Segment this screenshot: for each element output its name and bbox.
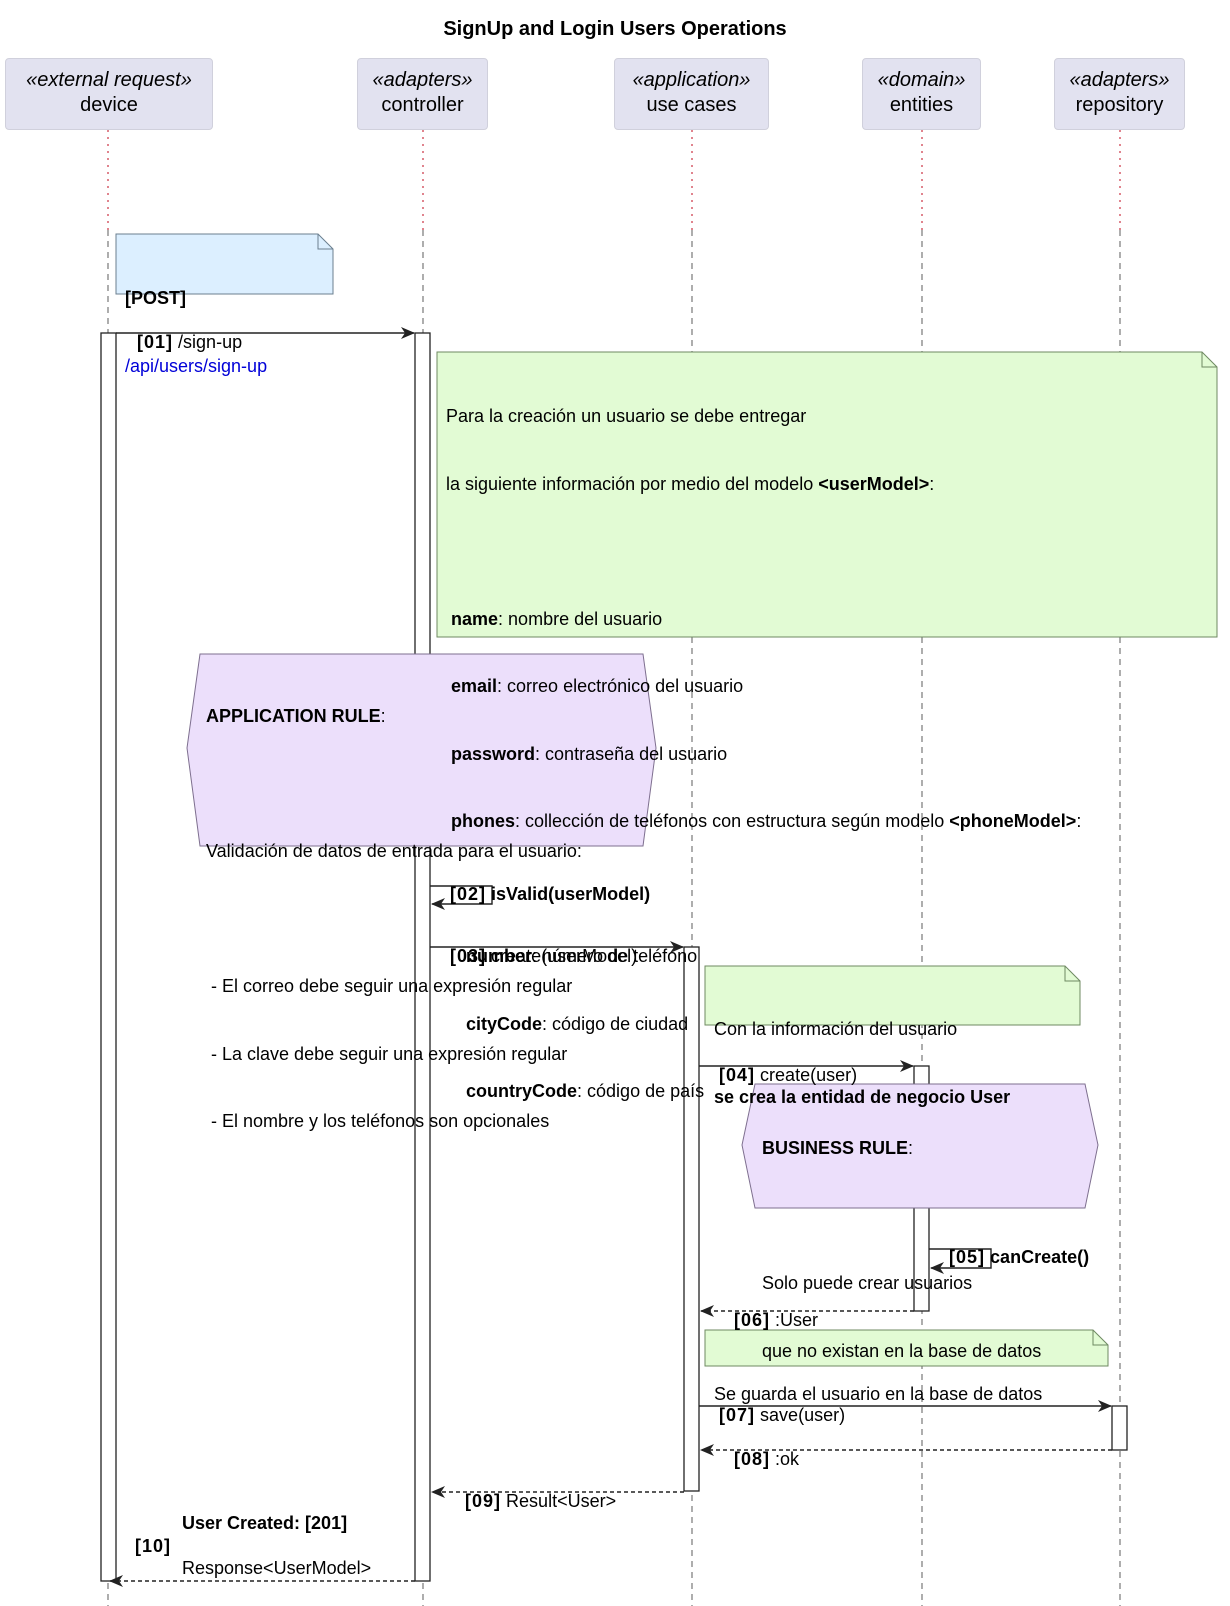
note-line: se crea la entidad de negocio User (714, 1086, 1011, 1107)
message-05-label: [05] canCreate() (949, 1247, 1090, 1267)
message-10-label-num: [10] (135, 1536, 172, 1556)
message-10-label-text-2: Response<UserModel> (182, 1558, 372, 1578)
note-create-entity-shape (704, 965, 1081, 1026)
note-user-model-shape (436, 351, 1218, 638)
rule-heading: APPLICATION RULE: (206, 706, 386, 726)
participant-repository: «adapters» repository (1054, 58, 1185, 130)
note-post-shape (115, 233, 334, 295)
note-line: Para la creación un usuario se debe entr… (446, 406, 807, 426)
rule-item: - El correo debe seguir una expresión re… (211, 976, 573, 996)
note-phone-country: countryCode: código de país (466, 1081, 705, 1101)
rule-application: APPLICATION RULE: Validación de datos de… (206, 660, 582, 1155)
participant-name: use cases (646, 94, 737, 116)
message-05-line (929, 1248, 992, 1274)
message-04-label: [04] create(user) (719, 1065, 858, 1085)
rule-line: Validación de datos de entrada para el u… (206, 841, 582, 861)
message-06-label: [06] :User (734, 1310, 819, 1330)
participant-controller: «adapters» controller (357, 58, 488, 130)
note-save-fold (1092, 1330, 1108, 1346)
diagram-title: SignUp and Login Users Operations (443, 18, 787, 40)
note-post-method: [POST] (125, 288, 186, 308)
rule-line: Solo puede crear usuarios (762, 1273, 973, 1293)
activation-usecases (683, 946, 700, 1492)
message-09-label: [09] Result<User> (465, 1491, 617, 1511)
messages (109, 327, 1112, 1587)
participant-entities: «domain» entities (862, 58, 981, 130)
message-07-label: [07] save(user) (719, 1405, 846, 1425)
participant-stereotype: «application» (632, 69, 751, 91)
participant-use-cases: «application» use cases (614, 58, 769, 130)
note-user-model: Para la creación un usuario se debe entr… (446, 360, 1081, 1125)
note-field-password: password: contraseña del usuario (451, 743, 728, 764)
participant-name: controller (381, 94, 464, 116)
note-phone-city: cityCode: código de ciudad (466, 1013, 689, 1034)
rule-business-shape (741, 1083, 1099, 1209)
message-02-line (430, 885, 493, 910)
note-post-path: /api/users/sign-up (125, 355, 268, 376)
message-02-label: [02] isValid(userModel) (450, 884, 651, 904)
note-field-phones: phones: collección de teléfonos con estr… (451, 811, 1082, 831)
participant-stereotype: «domain» (877, 69, 966, 91)
note-save-shape (704, 1329, 1109, 1367)
note-line: Se guarda el usuario en la base de datos (714, 1384, 1043, 1404)
note-field-email: email: correo electrónico del usuario (451, 676, 744, 696)
activation-repository (1111, 1405, 1128, 1451)
activation-device (100, 332, 117, 1582)
notes (115, 233, 1218, 1367)
note-save: Se guarda el usuario en la base de datos (714, 1338, 1042, 1428)
note-line: Con la información del usuario (714, 1019, 958, 1039)
note-create-entity: Con la información del usuario se crea l… (714, 973, 1010, 1131)
note-field-name: name: nombre del usuario (451, 608, 663, 629)
note-user-model-fold (1201, 352, 1217, 368)
rule-line: que no existan en la base de datos (762, 1340, 1042, 1361)
note-post: [POST] /api/users/sign-up (125, 242, 267, 400)
note-create-entity-fold (1064, 966, 1080, 982)
participant-name: repository (1075, 94, 1164, 116)
message-03-label: [03] create(userModel) (450, 946, 638, 966)
participant-stereotype: «adapters» (1069, 69, 1170, 91)
note-post-fold (317, 234, 333, 250)
note-phone-number: number: número de teléfono (466, 946, 698, 966)
activation-controller (414, 332, 431, 1582)
participant-stereotype: «external request» (26, 69, 192, 91)
rule-application-shape (186, 653, 657, 847)
rule-business: BUSINESS RULE: Solo puede crear usuarios… (762, 1092, 1041, 1385)
participant-name: entities (889, 94, 954, 116)
message-08-label: [08] :ok (734, 1449, 800, 1469)
rule-item: - El nombre y los teléfonos son opcional… (211, 1111, 550, 1131)
rule-item: - La clave debe seguir una expresión reg… (211, 1043, 568, 1064)
message-01-label: [01] /sign-up (137, 332, 243, 352)
rule-heading: BUSINESS RULE: (762, 1138, 914, 1158)
participant-stereotype: «adapters» (372, 69, 473, 91)
message-10-label-text-1: User Created: [201] (182, 1513, 348, 1533)
participant-device: «external request» device (5, 58, 213, 130)
note-line: la siguiente información por medio del m… (446, 473, 935, 494)
participant-name: device (80, 94, 138, 116)
